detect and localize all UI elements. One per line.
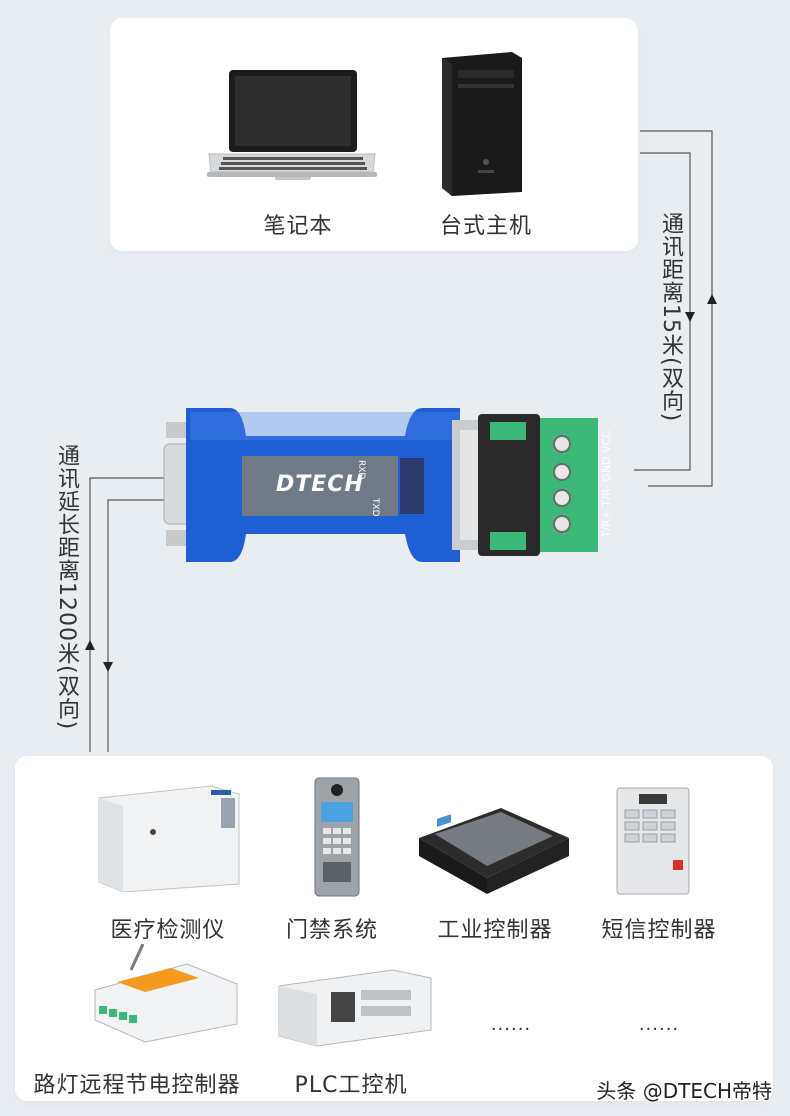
led-label-txd: TXD bbox=[370, 498, 380, 517]
device-label-industrial: 工业控制器 bbox=[437, 918, 553, 943]
device-label-laptop: 笔记本 bbox=[263, 214, 333, 239]
sms-controller-icon bbox=[616, 787, 690, 895]
industrial-controller-icon bbox=[419, 808, 569, 894]
arrow-up-icon bbox=[707, 294, 717, 304]
device-label-sms: 短信控制器 bbox=[601, 918, 717, 943]
street-light-controller-icon bbox=[94, 944, 238, 1043]
brand-logo: DTECH bbox=[276, 472, 364, 497]
rs232-rs485-converter bbox=[163, 408, 598, 562]
link-label-short: 通讯距离15米(双向) bbox=[658, 212, 683, 423]
device-label-plc: PLC工控机 bbox=[294, 1073, 408, 1098]
source-devices-card: 笔记本 台式主机 bbox=[110, 18, 638, 251]
plc-industrial-pc-icon bbox=[278, 969, 432, 1047]
terminal-labels: T/R+ T/R- GND VCC bbox=[600, 430, 613, 538]
more-icon: ...... bbox=[490, 1014, 532, 1035]
device-label-medical: 医疗检测仪 bbox=[110, 918, 226, 943]
arrow-up-icon bbox=[85, 640, 95, 650]
more-icon: ...... bbox=[638, 1014, 680, 1035]
device-label-desktop: 台式主机 bbox=[439, 214, 533, 239]
link-label-long: 通讯延长距离1200米(双向) bbox=[54, 444, 79, 731]
device-label-streetlight: 路灯远程节电控制器 bbox=[33, 1073, 241, 1098]
medical-analyzer-icon bbox=[98, 785, 240, 892]
desktop-tower-icon bbox=[442, 52, 522, 196]
access-control-panel-icon bbox=[314, 777, 360, 897]
device-label-access: 门禁系统 bbox=[285, 918, 379, 943]
watermark: 头条 @DTECH帝特 bbox=[596, 1079, 772, 1103]
led-label-rxd: RXD bbox=[356, 460, 366, 480]
target-devices-card: 医疗检测仪 门禁系统 工业控制器 短信控制器 路灯远程节电控制器 PLC工控机 … bbox=[15, 756, 773, 1101]
arrow-down-icon bbox=[685, 312, 695, 322]
laptop-icon bbox=[207, 70, 377, 180]
arrow-down-icon bbox=[103, 662, 113, 672]
